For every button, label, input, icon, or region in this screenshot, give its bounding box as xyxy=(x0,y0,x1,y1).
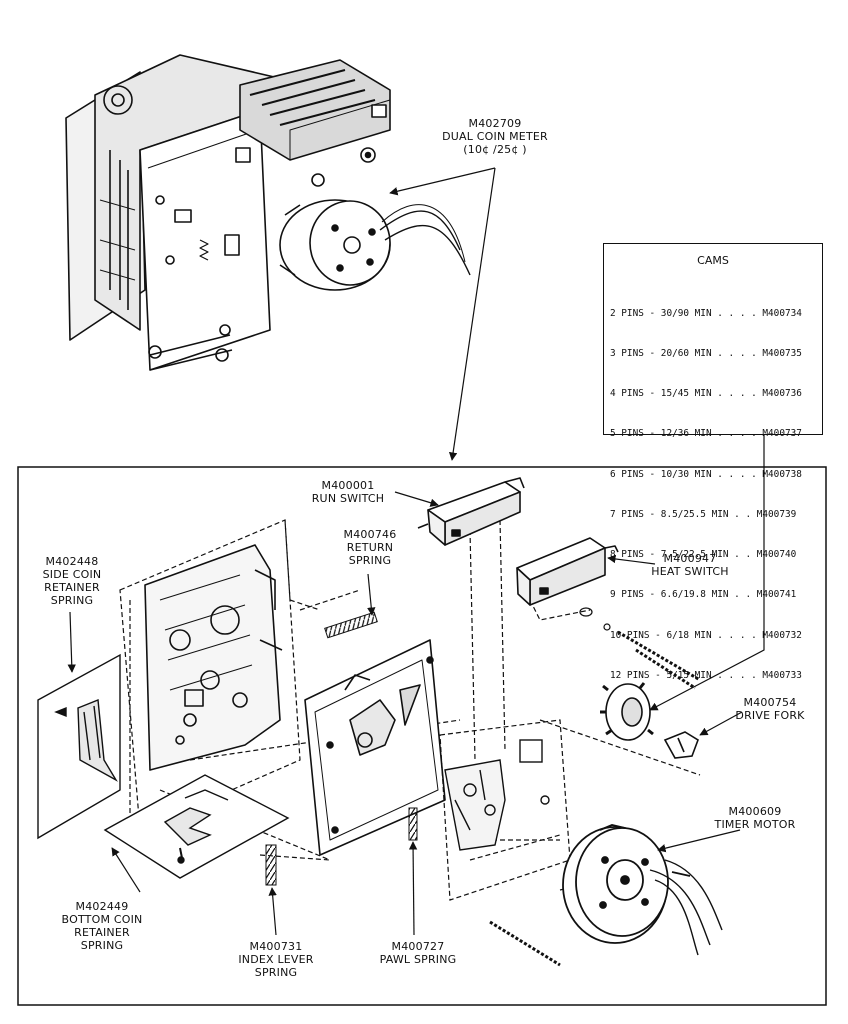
cams-row: 2 PINS - 30/90 MIN . . . . M400734 xyxy=(610,307,802,319)
side-coin-spring-name-2: RETAINER xyxy=(44,581,100,594)
bottom-coin-spring-name-1: BOTTOM COIN xyxy=(61,913,143,926)
bottom-coin-spring-name-3: SPRING xyxy=(80,939,124,952)
cam-gear-illustration xyxy=(600,682,654,741)
index-lever-spring-name-2: SPRING xyxy=(254,966,298,979)
cams-row: 8 PINS - 7.5/22.5 MIN . . M400740 xyxy=(610,549,797,561)
timer-motor-label: M400609 TIMER MOTOR xyxy=(700,805,810,831)
index-pawl-mechanism-illustration xyxy=(444,739,550,851)
pawl-spring-leader xyxy=(408,841,418,936)
heat-switch-part-number: M400947 xyxy=(663,552,717,565)
return-spring-name-1: RETURN xyxy=(346,541,394,554)
pawl-spring-name: PAWL SPRING xyxy=(379,953,457,966)
cams-title: CAMS xyxy=(697,254,729,267)
coin-meter-name: DUAL COIN METER xyxy=(442,130,548,143)
drive-fork-name: DRIVE FORK xyxy=(735,709,805,722)
heat-switch-name: HEAT SWITCH xyxy=(651,565,729,578)
coin-meter-denomination: (10¢ /25¢ ) xyxy=(463,143,527,156)
index-lever-spring-part-number: M400731 xyxy=(249,940,303,953)
return-spring-label: M400746 RETURN SPRING xyxy=(330,528,410,567)
timer-motor-name: TIMER MOTOR xyxy=(714,818,796,831)
cams-row: 4 PINS - 15/45 MIN . . . . M400736 xyxy=(610,388,802,400)
index-lever-spring-illustration xyxy=(265,844,277,886)
heat-switch-label: M400947 HEAT SWITCH xyxy=(640,552,740,578)
pawl-spring-part-number: M400727 xyxy=(391,940,445,953)
index-lever-spring-name-1: INDEX LEVER xyxy=(238,953,314,966)
cams-rows: 2 PINS - 30/90 MIN . . . . M400734 3 PIN… xyxy=(610,280,802,709)
cams-row: 12 PINS - 5/15 MIN . . . . M400733 xyxy=(610,669,802,681)
cams-row: 7 PINS - 8.5/25.5 MIN . . M400739 xyxy=(610,508,797,520)
run-switch-part-number: M400001 xyxy=(321,479,375,492)
mechanism-frame-illustration xyxy=(144,544,283,771)
run-switch-leader xyxy=(394,491,439,507)
exploded-view-frame xyxy=(17,466,827,1006)
run-switch-illustration xyxy=(417,477,525,546)
bottom-coin-spring-name-2: RETAINER xyxy=(74,926,130,939)
return-spring-illustration xyxy=(324,611,378,639)
coin-meter-part-number: M402709 xyxy=(468,117,522,130)
return-spring-part-number: M400746 xyxy=(343,528,397,541)
coin-meter-leader-line-down xyxy=(448,167,496,461)
drive-fork-illustration xyxy=(663,731,699,759)
heat-switch-illustration xyxy=(516,537,619,606)
drive-fork-leader xyxy=(699,711,743,736)
bottom-coin-spring-part-number: M402449 xyxy=(75,900,129,913)
cams-table: CAMS 2 PINS - 30/90 MIN . . . . M400734 … xyxy=(603,243,823,681)
heat-switch-screws-illustration xyxy=(579,607,701,682)
cam-plate-illustration xyxy=(304,639,446,856)
return-spring-leader xyxy=(367,573,376,616)
coin-meter-assembly-illustration xyxy=(65,54,471,371)
timer-motor-leader xyxy=(657,829,741,853)
run-switch-label: M400001 RUN SWITCH xyxy=(298,479,398,505)
side-coin-spring-name-3: SPRING xyxy=(50,594,94,607)
cams-row: 10 PINS - 6/18 MIN . . . . M400732 xyxy=(610,629,802,641)
cams-row: 6 PINS - 10/30 MIN . . . . M400738 xyxy=(610,468,802,480)
side-coin-spring-part-number: M402448 xyxy=(45,555,99,568)
return-spring-name-2: SPRING xyxy=(348,554,392,567)
coin-meter-leader-line xyxy=(389,167,496,196)
timer-motor-part-number: M400609 xyxy=(728,805,782,818)
side-coin-spring-label: M402448 SIDE COIN RETAINER SPRING xyxy=(30,555,114,607)
cams-row: 3 PINS - 20/60 MIN . . . . M400735 xyxy=(610,348,802,360)
cams-leader-line xyxy=(649,435,765,711)
heat-switch-leader xyxy=(607,554,656,565)
pawl-spring-illustration xyxy=(408,807,418,841)
run-switch-name: RUN SWITCH xyxy=(311,492,385,505)
cams-row: 5 PINS - 12/36 MIN . . . . M400737 xyxy=(610,428,802,440)
bottom-coin-spring-leader xyxy=(111,847,141,893)
cams-row: 9 PINS - 6.6/19.8 MIN . . M400741 xyxy=(610,589,797,601)
bottom-coin-spring-illustration xyxy=(103,774,290,879)
drive-fork-part-number: M400754 xyxy=(743,696,797,709)
pawl-spring-label: M400727 PAWL SPRING xyxy=(368,940,468,966)
coin-meter-label: M402709 DUAL COIN METER (10¢ /25¢ ) xyxy=(440,117,550,156)
bottom-coin-spring-label: M402449 BOTTOM COIN RETAINER SPRING xyxy=(52,900,152,952)
mounting-screws-illustration xyxy=(489,648,696,967)
timer-motor-illustration xyxy=(562,824,723,956)
side-coin-spring-leader xyxy=(67,611,76,673)
side-coin-spring-name-1: SIDE COIN xyxy=(42,568,102,581)
side-coin-spring-illustration xyxy=(37,653,121,840)
index-lever-spring-leader xyxy=(268,887,277,936)
index-lever-spring-label: M400731 INDEX LEVER SPRING xyxy=(226,940,326,979)
drive-fork-label: M400754 DRIVE FORK xyxy=(720,696,820,722)
